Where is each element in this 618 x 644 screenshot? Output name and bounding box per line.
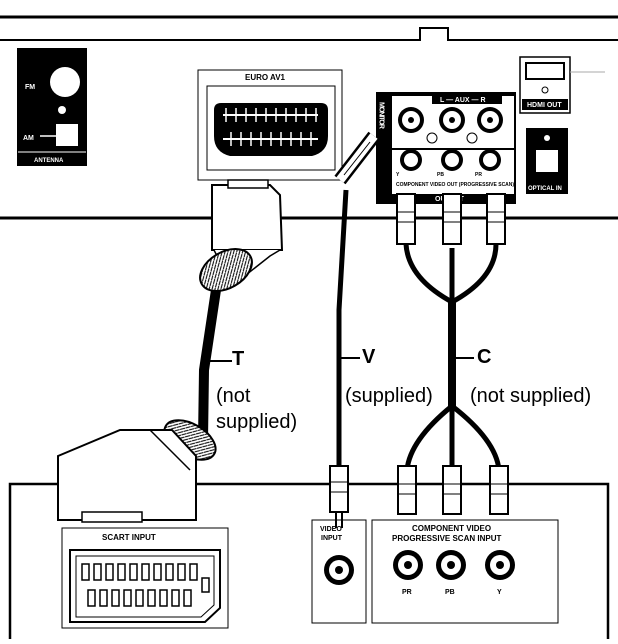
antenna-panel: FM AM ANTENNA [17,48,87,166]
jack-y-label: Y [396,172,400,178]
component-cable-c [396,193,509,515]
av-jack-panel: MONITOR L — AUX — R INPUT Y PB PR COMPON… [376,92,516,204]
cable-t-note-line2: supplied) [216,411,298,433]
tv-component-line2: PROGRESSIVE SCAN INPUT [392,534,501,543]
tv-rear-panel: SCART INPUT VIDEO INPUT COMPONENT VIDEO … [8,482,610,639]
component-video-label: COMPONENT VIDEO OUT (PROGRESSIVE SCAN) [396,182,514,188]
cable-c-note: (not supplied) [470,385,592,407]
optical-in-label: OPTICAL IN [528,186,562,192]
scart-cable-t [57,179,284,523]
jack-pb-label: PB [437,172,444,178]
hdmi-out-label: HDMI OUT [527,102,562,109]
jack-pr-label: PR [475,172,482,178]
hdmi-out-port: HDMI OUT [519,56,605,114]
aux-label: L — AUX — R [440,97,486,104]
tv-component-line1: COMPONENT VIDEO [412,524,491,533]
cable-c-letter: C [477,346,492,368]
tv-jack-pr-label: PR [402,589,412,596]
euro-av1-label: EURO AV1 [245,73,286,82]
cable-v-note: (supplied) [345,385,433,407]
euro-av1-scart-socket: EURO AV1 [197,69,343,181]
cable-t-note-line1: (not [216,385,251,407]
tv-jack-y-label: Y [497,589,502,596]
cable-t-letter: T [232,348,245,370]
unit-rear-panel: FM AM ANTENNA EURO AV1 MONITOR [0,15,618,220]
tv-video-input-jack: VIDEO INPUT [311,519,367,624]
cable-v-letter: V [362,346,376,368]
optical-in-port: OPTICAL IN [526,128,568,194]
input-label: INPUT [502,100,509,122]
monitor-label: MONITOR [378,102,385,129]
tv-jack-pb-label: PB [445,589,455,596]
video-cable-v [329,131,380,528]
antenna-fm-label: FM [25,84,35,91]
tv-video-input-line2: INPUT [321,535,343,542]
tv-component-input: COMPONENT VIDEO PROGRESSIVE SCAN INPUT P… [371,519,559,624]
antenna-title-label: ANTENNA [34,158,64,164]
antenna-am-label: AM [23,135,34,142]
tv-video-input-line1: VIDEO [320,526,342,533]
scart-input-label: SCART INPUT [102,533,156,542]
label-leader-lines [210,357,474,362]
